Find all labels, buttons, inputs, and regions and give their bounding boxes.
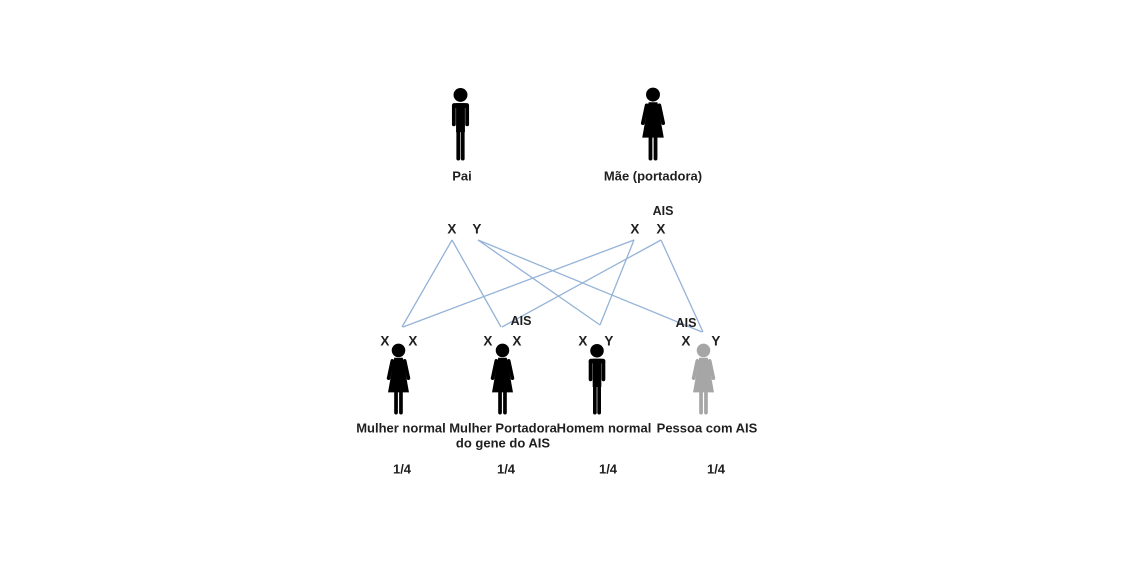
- line-fatherX-child1: [401, 239, 453, 328]
- child4-fraction: 1/4: [706, 461, 726, 477]
- mother-label: Mãe (portadora): [603, 168, 703, 184]
- child3-fraction: 1/4: [598, 461, 618, 477]
- mother-woman-icon: [634, 87, 672, 163]
- mother-ais-gene-label: AIS: [652, 203, 674, 218]
- child4-chromosome-y: Y: [711, 333, 721, 349]
- child1-woman-icon: [380, 343, 417, 417]
- line-fatherY-child3: [477, 239, 601, 326]
- line-motherXais-child4: [660, 239, 704, 333]
- child1-chromosome-x1: X: [380, 333, 390, 349]
- child4-chromosome-x: X: [681, 333, 691, 349]
- father-man-icon: [444, 87, 477, 163]
- child3-label: Homem normal: [556, 420, 652, 436]
- child4-ais-gene-label: AIS: [675, 315, 697, 330]
- line-motherX-child3: [599, 239, 635, 326]
- child2-fraction: 1/4: [496, 461, 516, 477]
- child4-woman-icon-affected: [685, 343, 722, 417]
- father-label: Pai: [452, 168, 472, 184]
- father-chromosome-y: Y: [472, 221, 482, 237]
- line-motherX-child1: [402, 239, 635, 328]
- child2-chromosome-x1: X: [483, 333, 493, 349]
- child4-label: Pessoa com AIS: [656, 420, 758, 436]
- father-chromosome-x: X: [447, 221, 457, 237]
- child1-chromosome-x2: X: [408, 333, 418, 349]
- child2-chromosome-x2: X: [512, 333, 522, 349]
- child2-label-line2: do gene do AIS: [455, 435, 551, 451]
- child3-man-icon: [581, 343, 613, 417]
- child2-label-line1: Mulher Portadora: [449, 420, 557, 436]
- child1-label: Mulher normal: [356, 420, 446, 436]
- child3-chromosome-x: X: [578, 333, 588, 349]
- mother-chromosome-x1: X: [630, 221, 640, 237]
- line-fatherX-child2: [451, 239, 502, 328]
- child2-woman-icon: [484, 343, 521, 417]
- child1-fraction: 1/4: [392, 461, 412, 477]
- child2-ais-gene-label: AIS: [510, 313, 532, 328]
- child3-chromosome-y: Y: [604, 333, 614, 349]
- line-fatherY-child4: [477, 239, 703, 333]
- mother-chromosome-x2: X: [656, 221, 666, 237]
- line-motherXais-child2: [501, 239, 662, 328]
